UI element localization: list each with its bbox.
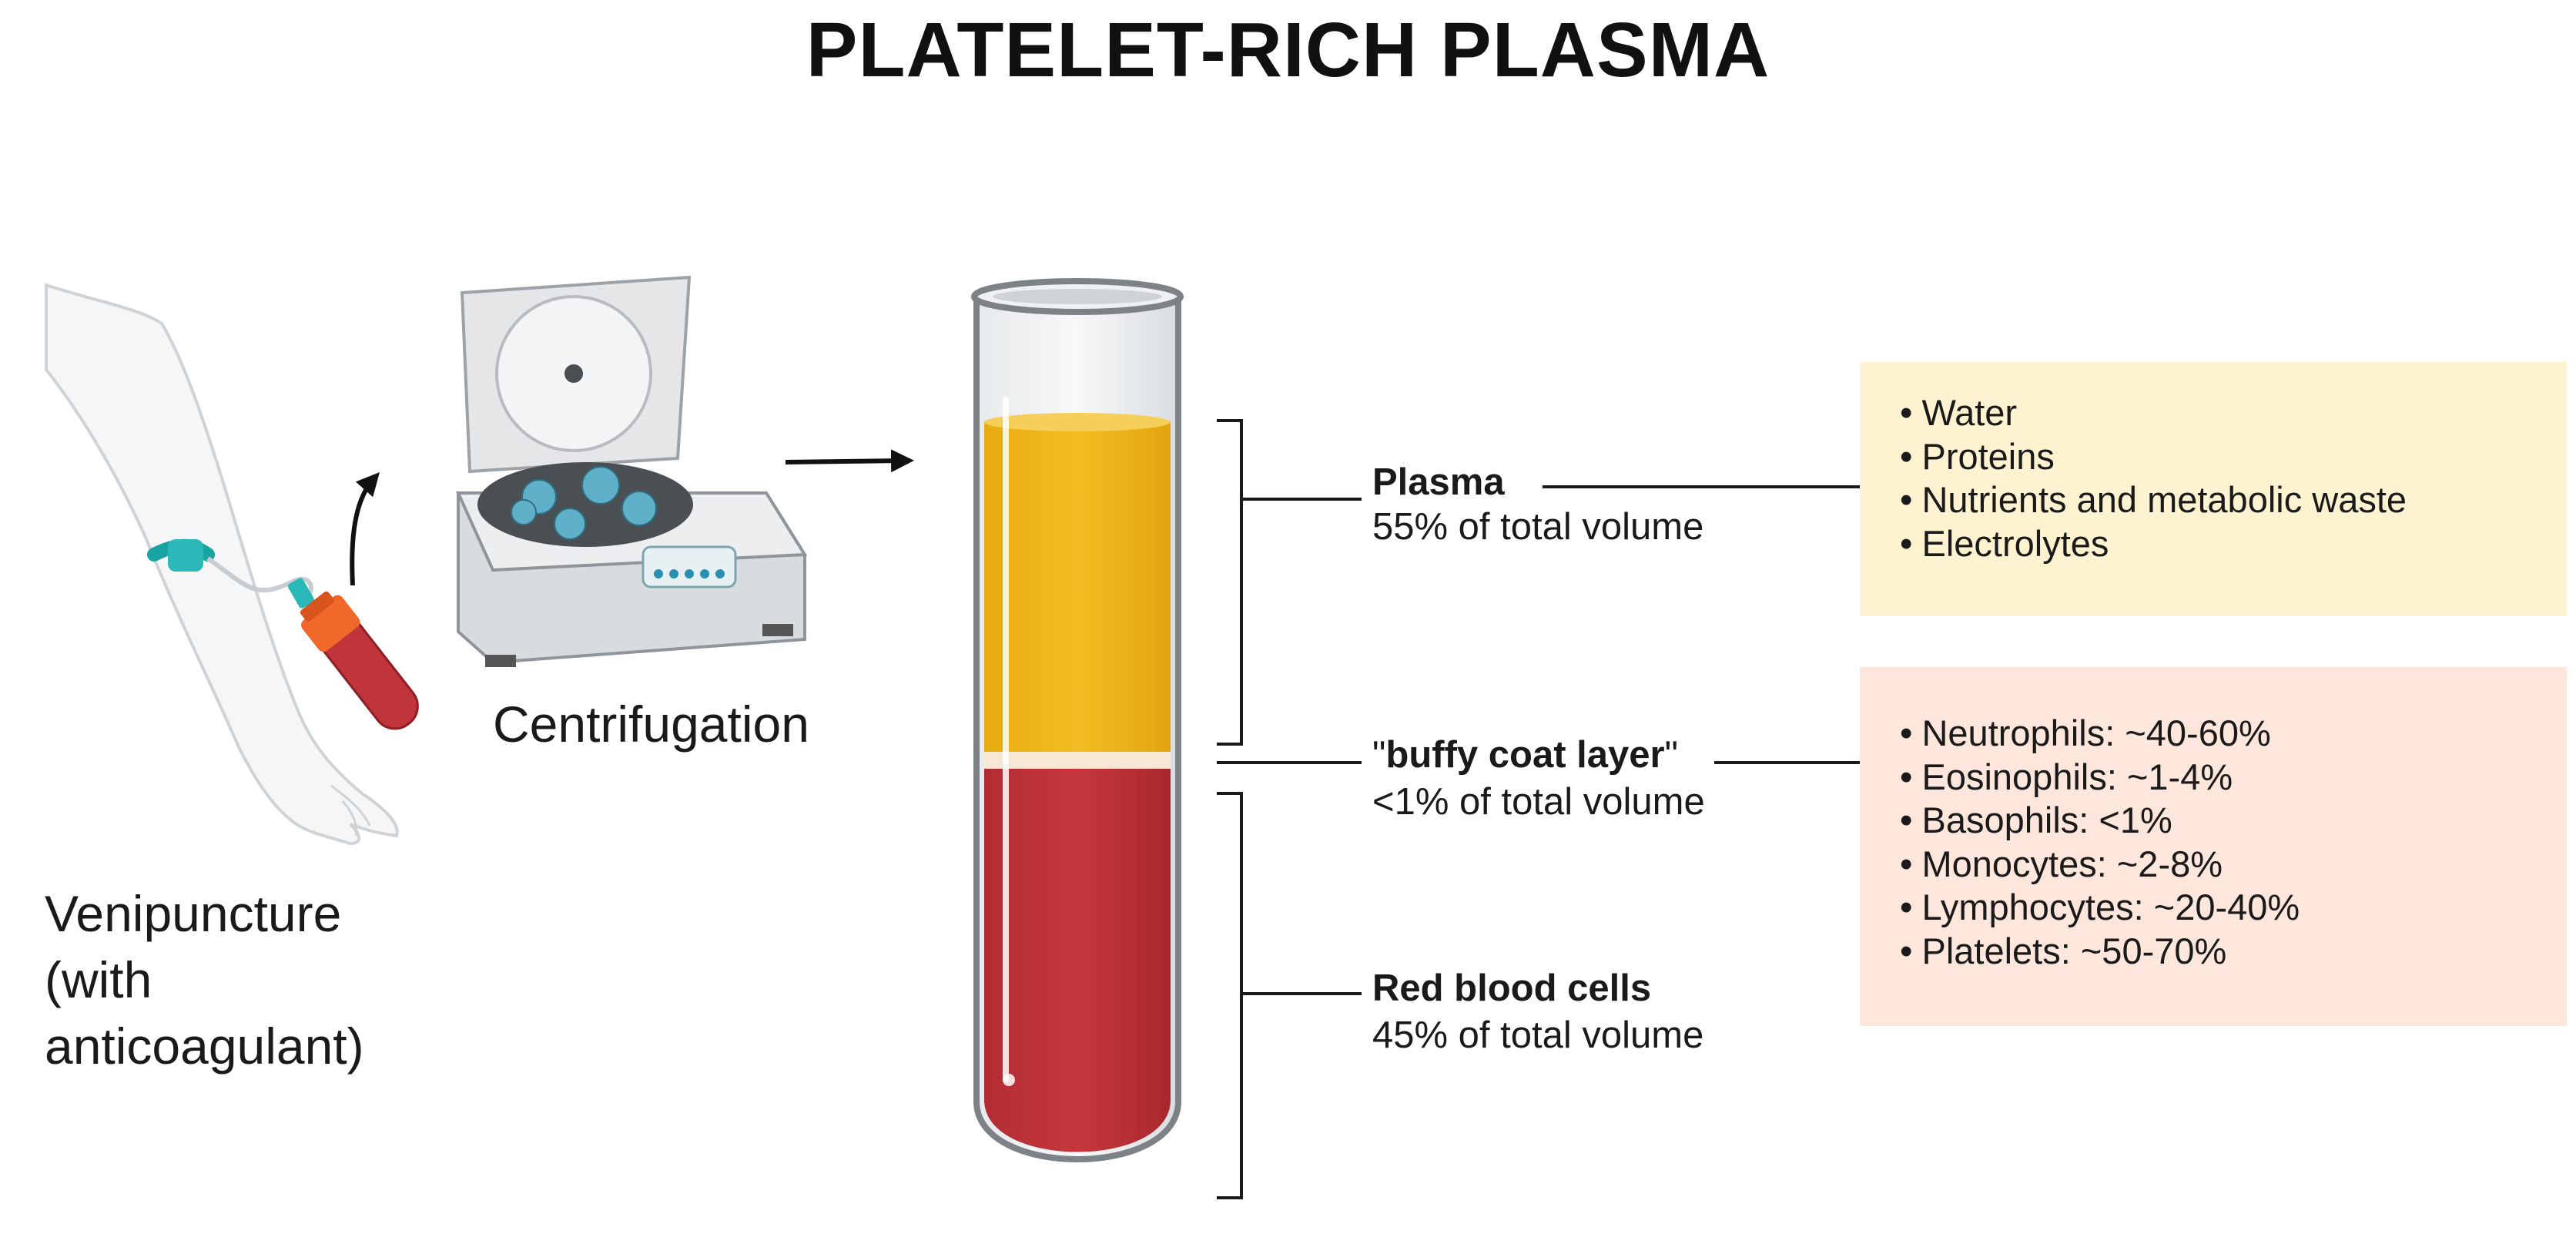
list-item: Platelets: ~50-70% <box>1900 930 2300 974</box>
centrifuge-icon <box>455 275 808 667</box>
list-item: Neutrophils: ~40-60% <box>1900 712 2300 756</box>
red-cells-label: Red blood cells <box>1372 967 1652 1009</box>
buffy-components-box: Neutrophils: ~40-60% Eosinophils: ~1-4% … <box>1860 667 2567 1026</box>
caption-line: Venipuncture <box>45 885 342 942</box>
list-item: Nutrients and metabolic waste <box>1900 478 2407 522</box>
quote-close: " <box>1664 734 1678 776</box>
quote-open: " <box>1372 734 1386 776</box>
layer-brackets <box>1217 419 1860 1199</box>
buffy-coat-name: buffy coat layer <box>1385 734 1665 776</box>
buffy-coat-layer <box>984 752 1171 769</box>
list-item: Basophils: <1% <box>1900 799 2300 843</box>
test-tube-icon <box>971 278 1184 1162</box>
caption-line: (with <box>45 951 152 1008</box>
caption-line: anticoagulant) <box>45 1018 364 1075</box>
venipuncture-caption: Venipuncture (with anticoagulant) <box>45 880 364 1079</box>
buffy-coat-label: "buffy coat layer" <box>1372 733 1678 776</box>
plasma-layer <box>984 422 1171 752</box>
list-item: Monocytes: ~2-8% <box>1900 843 2300 887</box>
list-item: Eosinophils: ~1-4% <box>1900 756 2300 800</box>
page-title: PLATELET-RICH PLASMA <box>806 7 1770 93</box>
butterfly-needle-icon <box>147 538 315 609</box>
plasma-label: Plasma <box>1372 461 1505 503</box>
buffy-coat-volume: <1% of total volume <box>1372 781 1705 823</box>
blood-collection-tube-icon <box>300 591 419 730</box>
buffy-components-list: Neutrophils: ~40-60% Eosinophils: ~1-4% … <box>1900 712 2300 973</box>
red-cell-layer <box>984 769 1171 1152</box>
list-item: Proteins <box>1900 435 2407 479</box>
list-item: Water <box>1900 391 2407 435</box>
arrow-icon <box>350 472 380 586</box>
arrow-icon <box>785 449 914 473</box>
arm-icon <box>45 283 399 846</box>
list-item: Lymphocytes: ~20-40% <box>1900 886 2300 930</box>
red-cells-volume: 45% of total volume <box>1372 1014 1704 1056</box>
plasma-components-list: Water Proteins Nutrients and metabolic w… <box>1900 391 2407 565</box>
plasma-volume: 55% of total volume <box>1372 506 1704 548</box>
plasma-components-box: Water Proteins Nutrients and metabolic w… <box>1860 362 2567 616</box>
centrifugation-caption: Centrifugation <box>493 696 809 753</box>
list-item: Electrolytes <box>1900 522 2407 566</box>
